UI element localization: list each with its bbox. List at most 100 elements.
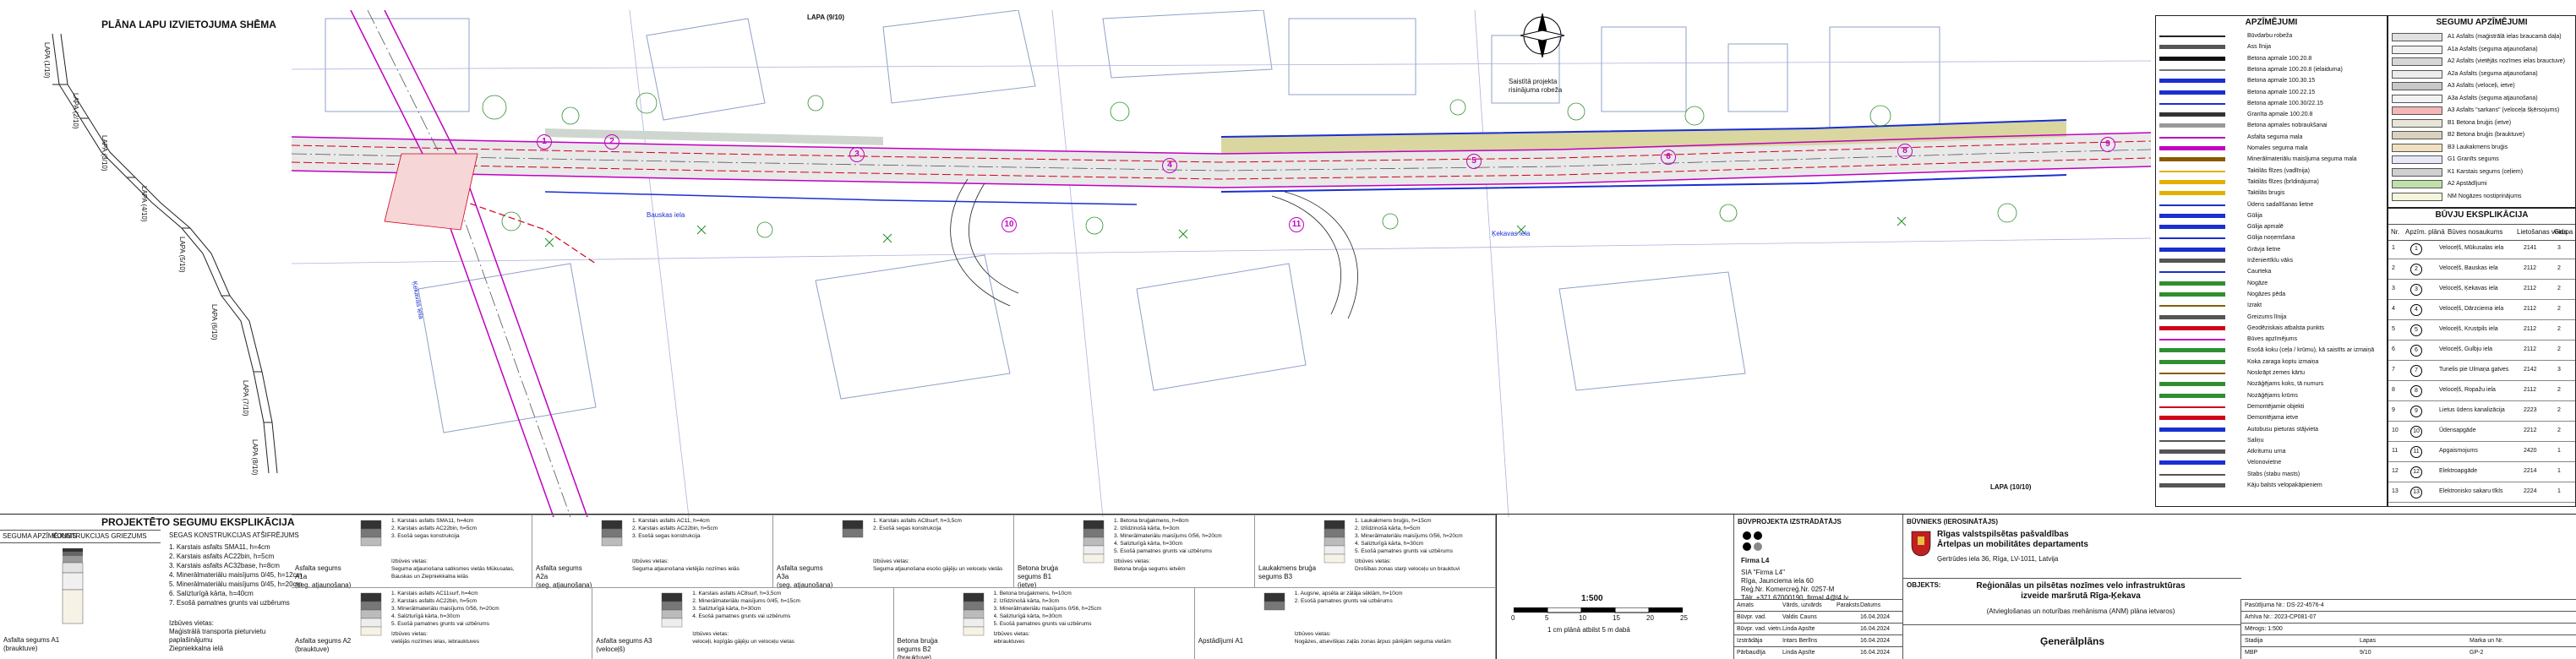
- pavement-swatch: [2392, 192, 2442, 201]
- pavement-block: Betona bruģa segums B2 (brauktuve)1. Bet…: [893, 587, 1195, 659]
- pavement-schedule-title: PROJEKTĒTO SEGUMU EKSPLIKĀCIJA: [101, 516, 295, 528]
- legend-label: Ģeodēziskais atbalsta punkts: [2247, 324, 2325, 331]
- structure-group: 3: [2557, 245, 2561, 251]
- structures-header: Nr. Apzīm. plānā Būves nosaukums Lietoša…: [2388, 224, 2575, 241]
- structure-name: Veloceļš, Gulbju iela: [2439, 346, 2493, 352]
- pavement-layer-mark: [963, 601, 984, 611]
- sheet-label-bottom: LAPA (10/10): [1990, 483, 2032, 491]
- pavement-layer: 2. Karstais asfalts AC22bin, h=5cm: [169, 553, 275, 560]
- pavement-layer-mark: [360, 601, 382, 611]
- legend-item: Noskrāpt zemes kārtu: [2156, 368, 2387, 379]
- pavement-layer: 2. Minerālmateriālu maisījums 0/45, h=15…: [692, 598, 800, 604]
- pavement-swatch: [2392, 106, 2442, 115]
- pavement-section-drawing: [842, 520, 864, 538]
- pavement-legend-item: G1 Granīts segums: [2388, 154, 2575, 166]
- structure-code: 2112: [2524, 306, 2537, 312]
- structure-name: Lietus ūdens kanalizācija: [2439, 407, 2505, 413]
- structure-callout: 11: [1289, 217, 1304, 232]
- structure-name: Veloceļš, Ķekavas iela: [2439, 286, 2498, 291]
- pavement-block-label: Asfalta segums A3 (veloceļš): [596, 637, 652, 653]
- structures-col-group: Grupa: [2554, 228, 2573, 236]
- legend-swatch: [2159, 35, 2225, 37]
- pavement-layer: 2. Izlīdzinošā kārta, h=3cm: [993, 598, 1060, 604]
- col-description: SEGAS KONSTRUKCIJAS ATŠIFRĒJUMS: [169, 531, 299, 539]
- pavement-block: Asfalta segums A2 (brauktuve)1. Karstais…: [292, 587, 593, 659]
- pavement-swatch: [2392, 155, 2442, 164]
- pavement-layer-mark: [360, 528, 382, 538]
- key-plan-sheet-label: LAPA (1/10): [43, 42, 51, 79]
- pavement-legend-panel: SEGUMU APZĪMĒJUMI A1 Asfalts (maģistrālā…: [2388, 15, 2576, 208]
- pavement-layer: 1. Betona bruģakmens, h=10cm: [993, 591, 1072, 596]
- legend-swatch: [2159, 112, 2225, 117]
- structure-callout: 3: [849, 147, 865, 162]
- structure-name: Ūdensapgāde: [2439, 428, 2476, 433]
- meta-row: Mērogs: 1:500: [2241, 623, 2576, 634]
- structure-code: 2420: [2524, 448, 2537, 454]
- structure-name: Elektroapgāde: [2439, 468, 2478, 474]
- legend-swatch: [2159, 102, 2225, 105]
- legend-swatch: [2159, 305, 2225, 308]
- legend-label: Betona apmale 100.20.8 (ielaiduma): [2247, 66, 2343, 73]
- structure-group: 2: [2557, 387, 2561, 393]
- pavement-section-drawing: [360, 520, 382, 547]
- pavement-block-note: Izbūves vietas: Seguma atjaunošana vietē…: [632, 558, 740, 572]
- legend-label: Velonovietne: [2247, 460, 2282, 466]
- object-block: OBJEKTS: Reģionālas un pilsētas nozīmes …: [1902, 578, 2241, 625]
- sheet-title-block: Ģenerālplāns: [1902, 624, 2241, 659]
- structure-name: Veloceļš, Dārzciema iela: [2439, 306, 2504, 312]
- scale-tick-label: 25: [1680, 614, 1688, 622]
- structure-nr: 4: [2392, 306, 2395, 312]
- pavement-schedule: PROJEKTĒTO SEGUMU EKSPLIKĀCIJA SEGUMA AP…: [0, 514, 1496, 659]
- pavement-section-drawing: [601, 520, 623, 547]
- legend-item: Nogāzes pēda: [2156, 290, 2387, 300]
- structure-group: 3: [2557, 367, 2561, 373]
- pavement-block-label: Betona bruģa segums B1 (ietve): [1018, 564, 1059, 589]
- pavement-layer: 5. Esošā pamatnes grunts vai uzbērums: [391, 621, 489, 627]
- pavement-blocks-row: Asfalta segums A1a (seg. atjaunošana)1. …: [292, 515, 1496, 589]
- pavement-layer: 3. Esošā segas konstrukcija: [632, 533, 701, 539]
- pavement-layer-mark: [360, 520, 382, 530]
- key-plan-sheet-label: LAPA (4/10): [140, 186, 148, 222]
- legend-swatch: [2159, 136, 2225, 139]
- legend-item: Kāju balsts velopakāpieniem: [2156, 481, 2387, 491]
- key-plan-sheet-label: LAPA (3/10): [101, 135, 108, 172]
- pavement-swatch: [2392, 82, 2442, 90]
- structure-group: 2: [2557, 326, 2561, 332]
- structure-nr: 11: [2392, 448, 2399, 454]
- meta-row: Arhīva Nr.: 2023-CP081-07: [2241, 611, 2576, 623]
- legend-label: Autobusu pieturas stājvieta: [2247, 426, 2319, 433]
- structure-name: Veloceļš, Ropažu iela: [2439, 387, 2496, 393]
- key-plan-sheet-label: LAPA (2/10): [72, 93, 79, 129]
- pavement-legend-item: A3 Asfalts "sarkans" (veloceļa šķērsojum…: [2388, 105, 2575, 117]
- pavement-legend-item: B2 Betona bruģis (brauktuve): [2388, 129, 2575, 141]
- legend-swatch: [2159, 237, 2225, 240]
- legend-swatch: [2159, 348, 2225, 353]
- structure-code: 2112: [2524, 387, 2537, 393]
- structure-mark: 6: [2410, 345, 2422, 357]
- pavement-layer-mark: [601, 520, 623, 530]
- legend-label: Betona apmales nobraukšanai: [2247, 123, 2328, 129]
- key-plan-sheet-label: LAPA (8/10): [251, 439, 259, 476]
- structures-col-nr: Nr.: [2391, 228, 2400, 236]
- pavement-layer: 2. Karstais asfalts AC22bin, h=5cm: [632, 526, 718, 531]
- legend-label: Betona apmale 100.30.15: [2247, 78, 2316, 84]
- pavement-legend-label: B2 Betona bruģis (brauktuve): [2448, 132, 2525, 138]
- legend-swatch: [2159, 483, 2225, 487]
- role-sign: Paraksts: [1836, 602, 1860, 608]
- pavement-block: Asfalta segums A2a (seg. atjaunošana)1. …: [532, 515, 773, 589]
- legend-item: Betona apmales nobraukšanai: [2156, 121, 2387, 131]
- structure-mark: 2: [2410, 264, 2422, 275]
- pavement-swatch: [2392, 45, 2442, 54]
- pavement-legend-label: A2 Apstādījumi: [2448, 181, 2487, 187]
- pavement-layer-mark: [1083, 528, 1105, 538]
- structure-callout: 4: [1162, 158, 1177, 173]
- pavement-layer: 1. Laukakmens bruģis, h=15cm: [1355, 518, 1432, 524]
